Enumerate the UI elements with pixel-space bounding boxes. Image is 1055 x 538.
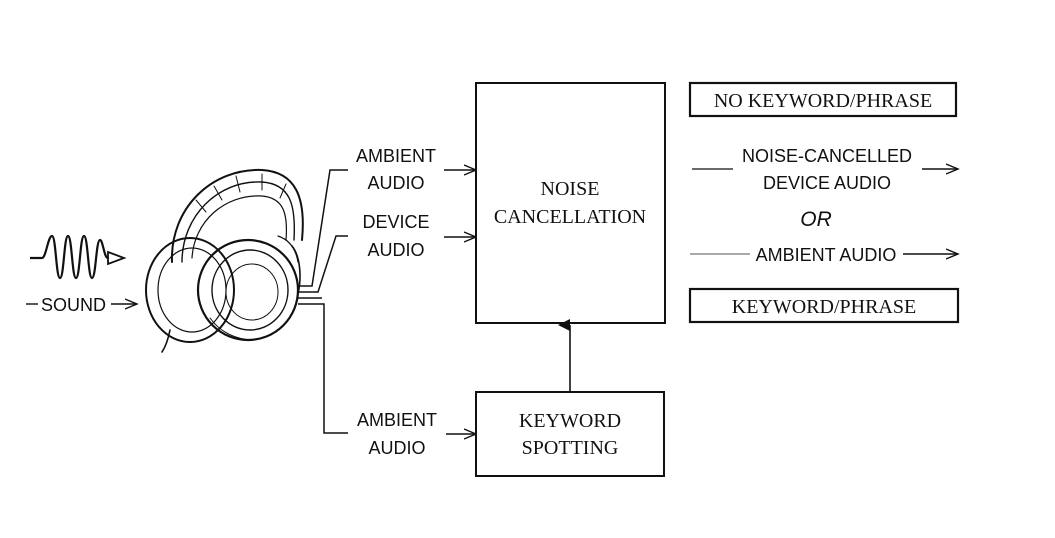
device-audio-label-line1: DEVICE	[362, 212, 429, 232]
or-label: OR	[800, 208, 832, 231]
no-keyword-phrase-label: NO KEYWORD/PHRASE	[714, 90, 932, 112]
ambient-audio-input-top: AMBIENT AUDIO	[356, 146, 476, 193]
ambient-audio-ks-label-line1: AMBIENT	[357, 410, 437, 430]
nc-device-audio-line1: NOISE-CANCELLED	[742, 146, 912, 166]
noise-cancellation-block: NOISE CANCELLATION	[475, 82, 666, 324]
ambient-audio-output-label: AMBIENT AUDIO	[756, 245, 897, 265]
keyword-phrase-label: KEYWORD/PHRASE	[732, 296, 916, 318]
noise-cancellation-line1: NOISE	[541, 178, 600, 200]
keyword-spotting-line1: KEYWORD	[519, 410, 621, 432]
device-audio-label-line2: AUDIO	[367, 240, 424, 260]
headphones-icon	[145, 168, 304, 353]
no-keyword-phrase-box: NO KEYWORD/PHRASE	[688, 81, 958, 118]
keyword-spotting-line2: SPOTTING	[522, 437, 619, 459]
keyword-spotting-block: KEYWORD SPOTTING	[475, 391, 665, 477]
sound-label: SOUND	[41, 295, 106, 315]
ambient-audio-ks-label-line2: AUDIO	[368, 438, 425, 458]
ambient-audio-output: AMBIENT AUDIO	[690, 245, 958, 265]
keyword-phrase-box: KEYWORD/PHRASE	[688, 287, 960, 324]
ambient-audio-label-line1: AMBIENT	[356, 146, 436, 166]
nc-device-audio-line2: DEVICE AUDIO	[763, 173, 891, 193]
noise-cancelled-device-audio-output: NOISE-CANCELLED DEVICE AUDIO	[692, 146, 958, 193]
sound-wave-icon	[30, 234, 127, 280]
headphone-wires	[298, 169, 348, 434]
device-audio-input: DEVICE AUDIO	[362, 212, 476, 260]
noise-cancellation-line2: CANCELLATION	[494, 206, 646, 228]
ambient-audio-label-line2: AUDIO	[367, 173, 424, 193]
sound-input: SOUND	[26, 295, 137, 315]
ambient-audio-input-bottom: AMBIENT AUDIO	[357, 410, 476, 458]
